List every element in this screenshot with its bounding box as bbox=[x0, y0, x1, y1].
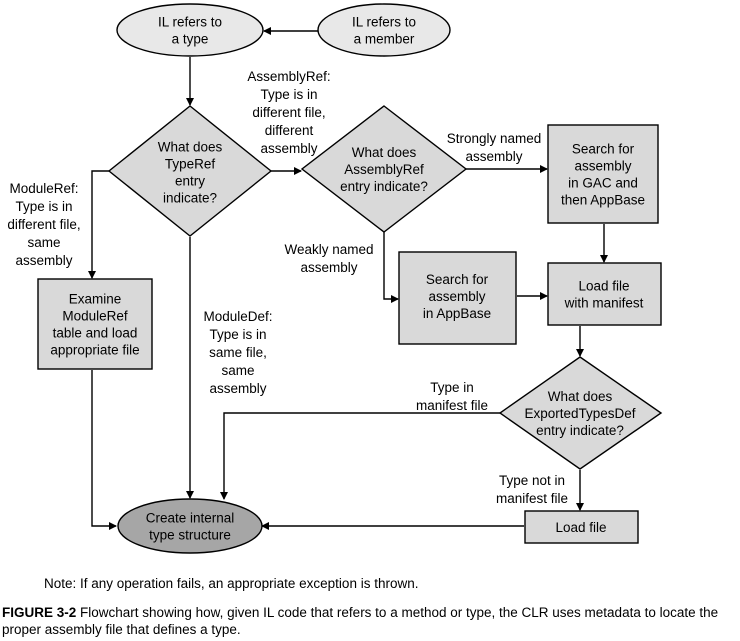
caption-text: Flowchart showing how, given IL code tha… bbox=[2, 605, 719, 637]
edge-typeref-to-moduleref bbox=[88, 170, 109, 279]
node-search-appbase-line: assembly bbox=[428, 289, 485, 304]
edge-label-moduledef: ModuleDef: Type is in same file, same assemb… bbox=[203, 309, 272, 396]
node-examine-moduleref-line: Examine bbox=[69, 292, 122, 307]
node-load-manifest: Load file with manifest bbox=[564, 279, 644, 311]
edge-exported-in-manifest bbox=[220, 412, 500, 500]
edge-label-moduleref-line: different file, bbox=[7, 217, 80, 232]
node-assemblyref-diamond bbox=[300, 105, 468, 233]
edge-assemblyref-weak bbox=[383, 207, 399, 303]
node-il-member-ellipse bbox=[317, 3, 451, 57]
edge-label-moduleref-line: assembly bbox=[15, 253, 72, 268]
node-examine-moduleref-box bbox=[37, 278, 153, 370]
node-exported-diamond bbox=[498, 356, 663, 470]
node-examine-moduleref-line: ModuleRef bbox=[62, 309, 128, 324]
node-load-file: Load file bbox=[555, 520, 606, 535]
node-search-appbase-line: in AppBase bbox=[423, 306, 491, 321]
edge-label-type-in-manifest-line: manifest file bbox=[416, 398, 488, 413]
node-search-gac-line: assembly bbox=[574, 159, 631, 174]
node-search-gac-line: then AppBase bbox=[561, 193, 645, 208]
edge-label-moduledef-line: same bbox=[221, 363, 254, 378]
node-assemblyref-question-line: AssemblyRef bbox=[344, 162, 424, 177]
node-typeref-question-line: What does bbox=[158, 140, 223, 155]
node-create-type: Create internal type structure bbox=[146, 511, 235, 543]
node-exported-question-line: ExportedTypesDef bbox=[524, 406, 635, 421]
edge-label-moduledef-line: same file, bbox=[209, 345, 267, 360]
node-typeref-diamond bbox=[107, 105, 273, 237]
node-search-gac-line: in GAC and bbox=[568, 176, 638, 191]
node-il-member-line: IL refers to bbox=[352, 15, 416, 30]
node-load-manifest-box bbox=[547, 262, 662, 326]
node-il-type: IL refers to a type bbox=[158, 15, 222, 47]
edge-label-moduledef-line: assembly bbox=[209, 381, 266, 396]
node-il-type-line: IL refers to bbox=[158, 15, 222, 30]
edge-label-strongly-named: Strongly named assembly bbox=[447, 131, 542, 164]
node-search-gac-box bbox=[547, 124, 659, 224]
node-search-appbase-line: Search for bbox=[426, 272, 489, 287]
node-search-gac-line: Search for bbox=[572, 142, 635, 157]
node-il-type-ellipse bbox=[116, 3, 264, 57]
edge-label-moduleref-line: Type is in bbox=[15, 199, 72, 214]
node-il-member: IL refers to a member bbox=[352, 15, 416, 47]
edge-label-assemblyref-line: different bbox=[265, 123, 314, 138]
note: Note: If any operation fails, an appropr… bbox=[44, 576, 419, 591]
edge-label-type-not-in-manifest-line: Type not in bbox=[499, 473, 565, 488]
node-load-manifest-line: Load file bbox=[578, 279, 629, 294]
node-examine-moduleref-line: table and load bbox=[53, 326, 138, 341]
edge-label-strongly-named-line: assembly bbox=[465, 149, 522, 164]
node-search-appbase-box bbox=[398, 251, 517, 345]
node-load-file-line: Load file bbox=[555, 520, 606, 535]
node-assemblyref-question-line: entry indicate? bbox=[340, 179, 428, 194]
edge-label-type-not-in-manifest: Type not in manifest file bbox=[496, 473, 568, 506]
node-load-file-box bbox=[524, 510, 639, 544]
caption-label: FIGURE 3-2 bbox=[2, 605, 77, 620]
edge-label-moduleref-line: ModuleRef: bbox=[9, 181, 78, 196]
node-exported-question-line: entry indicate? bbox=[536, 423, 624, 438]
node-create-type-line: Create internal bbox=[146, 511, 235, 526]
edge-label-weakly-named-line: Weakly named bbox=[284, 242, 373, 257]
edge-label-assemblyref-line: different file, bbox=[252, 105, 325, 120]
edge-label-type-in-manifest: Type in manifest file bbox=[416, 380, 488, 413]
edge-label-assemblyref-line: AssemblyRef: bbox=[247, 69, 330, 84]
node-create-type-ellipse bbox=[117, 498, 263, 554]
edge-label-assemblyref-line: assembly bbox=[260, 141, 317, 156]
node-typeref-question-line: entry bbox=[175, 174, 205, 189]
node-assemblyref-question-line: What does bbox=[352, 145, 417, 160]
edge-label-type-not-in-manifest-line: manifest file bbox=[496, 491, 568, 506]
node-exported-question-line: What does bbox=[548, 389, 613, 404]
edge-label-moduledef-line: ModuleDef: bbox=[203, 309, 272, 324]
node-load-manifest-line: with manifest bbox=[564, 296, 644, 311]
edge-moduleref-to-create bbox=[91, 370, 117, 530]
node-typeref-question-line: indicate? bbox=[163, 191, 217, 206]
edge-label-weakly-named: Weakly named assembly bbox=[284, 242, 373, 275]
figure-caption: FIGURE 3-2 Flowchart showing how, given … bbox=[2, 604, 738, 638]
node-il-type-line: a type bbox=[172, 32, 209, 47]
node-create-type-line: type structure bbox=[149, 528, 231, 543]
edge-label-type-in-manifest-line: Type in bbox=[430, 380, 474, 395]
edge-label-moduleref-line: same bbox=[27, 235, 60, 250]
edge-label-moduleref: ModuleRef: Type is in different file, same a… bbox=[7, 181, 80, 268]
node-typeref-question-line: TypeRef bbox=[165, 157, 216, 172]
edge-label-assemblyref-line: Type is in bbox=[260, 87, 317, 102]
node-examine-moduleref-line: appropriate file bbox=[50, 343, 139, 358]
node-search-gac: Search for assembly in GAC and then AppBase bbox=[561, 142, 645, 208]
node-il-member-line: a member bbox=[354, 32, 415, 47]
edge-label-moduledef-line: Type is in bbox=[209, 327, 266, 342]
edge-label-assemblyref: AssemblyRef: Type is in different file, dif… bbox=[247, 69, 330, 156]
edge-label-strongly-named-line: Strongly named bbox=[447, 131, 542, 146]
edge-label-weakly-named-line: assembly bbox=[300, 260, 357, 275]
node-search-appbase: Search for assembly in AppBase bbox=[423, 272, 491, 321]
